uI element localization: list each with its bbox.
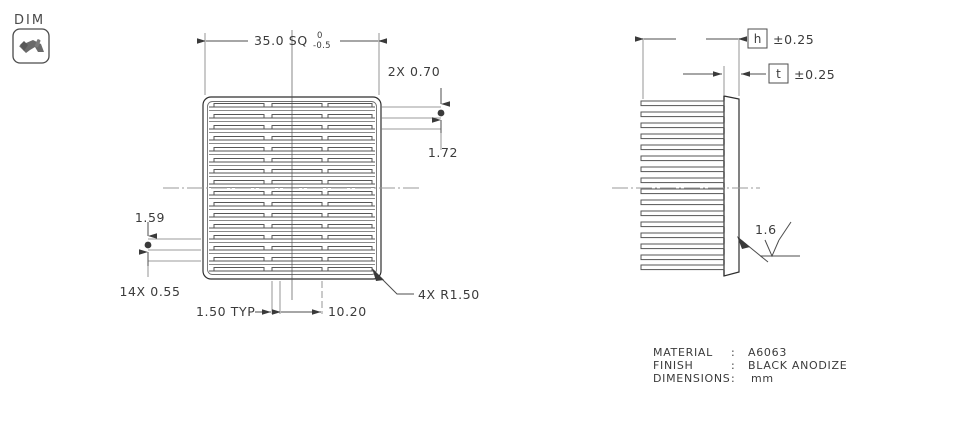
side-view-base-plate [723,95,740,277]
top-right-callouts: 2X 0.70 1.72 [381,64,458,160]
thickness-symbol: t [776,67,781,81]
thickness-symbol-box [768,63,789,84]
top-left-callouts: 1.59 14X 0.55 [119,210,201,299]
note-sep-dimensions: : [731,372,735,385]
corner-radius-callout: 4X R1.50 [372,268,480,302]
thickness-tolerance: ±0.25 [794,67,835,82]
note-value-material: A6063 [748,346,787,359]
top-callout-14x055: 14X 0.55 [119,284,180,299]
top-callout-159: 1.59 [135,210,165,225]
top-width-dimension: 35.0 SQ 0 -0.5 [197,31,387,95]
note-value-dimensions: mm [751,372,774,385]
side-thickness-dimension: t ±0.25 [683,63,835,96]
top-view: 35.0 SQ 0 -0.5 2X 0.70 1.72 [119,30,479,319]
bottom-callout-150typ: 1.50 TYP [196,304,255,319]
height-symbol-box [747,28,768,49]
dim-badge: DIM [12,13,50,64]
top-callout-2x070: 2X 0.70 [388,64,441,79]
side-height-dimension: h ±0.25 [635,28,814,99]
bottom-callout-1020: 10.20 [328,304,367,319]
dim-badge-label: DIM [14,13,45,28]
caliper-icon [19,39,44,53]
notes-block: MATERIAL : A6063 FINISH : BLACK ANODIZE … [653,346,847,385]
side-view-fins [640,100,725,271]
top-bottom-callouts: 1.50 TYP 10.20 [196,281,367,319]
top-width-value: 35.0 SQ [254,33,308,48]
side-view: h ±0.25 t ±0.25 1.6 [612,28,835,277]
height-symbol: h [754,32,762,46]
top-width-tol-upper: 0 [317,31,323,41]
surface-finish-callout: 1.6 [737,221,800,263]
corner-radius-value: 4X R1.50 [418,287,480,302]
note-sep-material: : [731,346,735,359]
surface-finish-value: 1.6 [755,222,777,237]
note-sep-finish: : [731,359,735,372]
note-key-dimensions: DIMENSIONS [653,372,730,385]
note-key-finish: FINISH [653,359,694,372]
note-value-finish: BLACK ANODIZE [748,359,847,372]
top-callout-172: 1.72 [428,145,458,160]
note-key-material: MATERIAL [653,346,713,359]
height-tolerance: ±0.25 [773,32,814,47]
top-width-tol-lower: -0.5 [313,41,331,51]
